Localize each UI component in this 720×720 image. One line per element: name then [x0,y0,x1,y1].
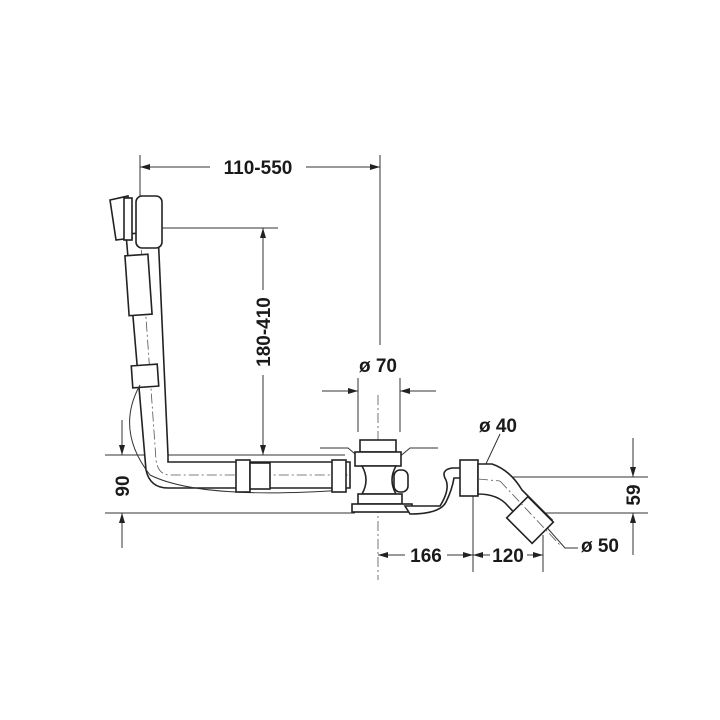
dim-overflow-offset: 110-550 [224,158,293,179]
dimension-166-120: 166 120 [378,546,543,567]
dim-trap-length: 166 [410,546,442,567]
overflow-assembly [109,195,351,494]
dimension-180-410: 180-410 [254,228,275,455]
dim-trap-diameter: ø 40 [479,416,517,437]
dim-overflow-height: 180-410 [254,297,275,367]
dim-outlet-diameter: ø 50 [581,536,619,557]
dimension-diameter-50: ø 50 [541,521,619,557]
dim-outlet-height: 59 [624,484,645,505]
dim-drain-diameter: ø 70 [359,356,397,377]
dim-outlet-length: 120 [492,546,524,567]
dimension-59: 59 [624,438,645,555]
dimension-diameter-40: ø 40 [479,416,517,469]
dimension-110-550: 110-550 [140,158,380,179]
dim-drain-height: 90 [113,475,134,496]
dimension-diameter-70: ø 70 [322,356,436,394]
trap-outlet [403,459,561,546]
drain-body [320,439,438,513]
dimension-90: 90 [113,420,134,548]
